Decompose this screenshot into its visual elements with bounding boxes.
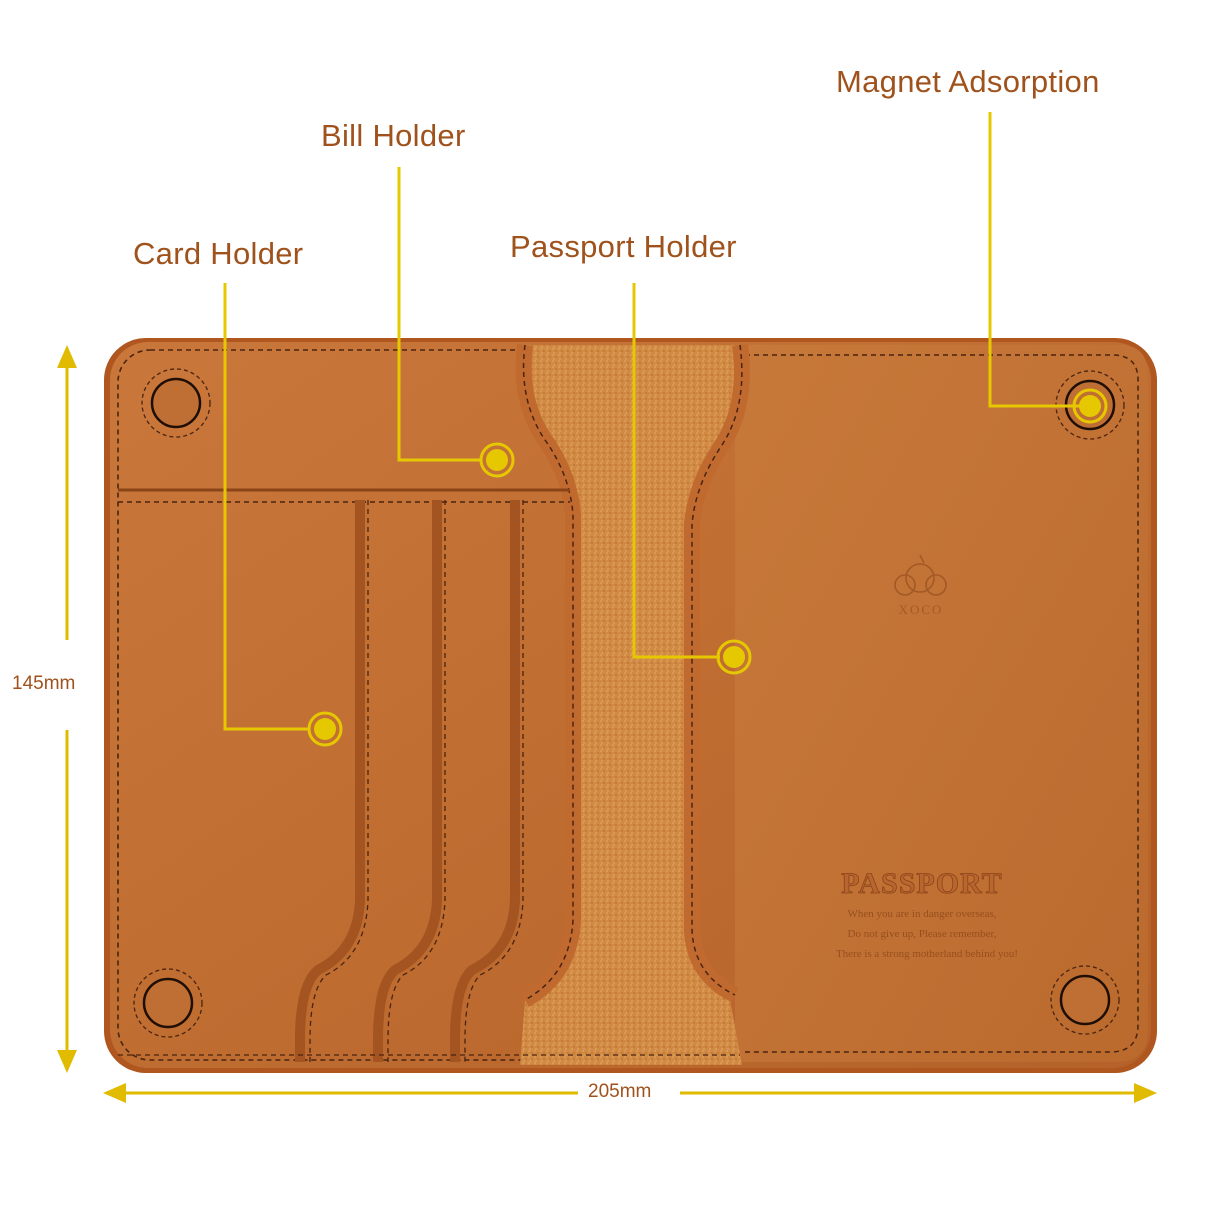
callout-label-card: Card Holder	[133, 236, 304, 271]
width-dimension-label: 205mm	[584, 1081, 656, 1103]
callout-line-bill	[397, 167, 482, 462]
brand-logo-emboss	[894, 554, 947, 596]
callout-dot-passport	[716, 639, 752, 675]
snap-bottom-right	[1050, 965, 1120, 1035]
card-slot-3	[450, 500, 524, 1062]
bill-pocket	[118, 488, 570, 503]
suede-spine	[515, 343, 750, 1065]
snap-top-left	[141, 368, 211, 438]
height-dimension-arrow	[57, 345, 77, 1073]
card-slot-1	[295, 500, 369, 1062]
passport-emboss-line-3: There is a strong motherland behind you!	[836, 948, 1018, 960]
height-dimension-label: 145mm	[12, 673, 76, 695]
snap-bottom-left	[133, 968, 203, 1038]
passport-panel	[735, 345, 1148, 1062]
callout-lines	[223, 112, 1080, 731]
callout-label-magnet: Magnet Adsorption	[836, 64, 1100, 99]
passport-emboss-line-2: Do not give up, Please remember,	[848, 928, 997, 940]
callout-line-passport	[632, 283, 720, 659]
passport-emboss-title: PASSPORT	[841, 867, 1002, 900]
width-dimension-arrow	[103, 1083, 1157, 1103]
card-slots	[118, 500, 740, 1062]
card-slot-2	[373, 500, 446, 1062]
callout-label-bill: Bill Holder	[321, 118, 466, 153]
passport-emboss-line-1: When you are in danger overseas,	[847, 908, 996, 920]
callout-label-passport: Passport Holder	[510, 229, 737, 264]
callout-line-magnet	[988, 112, 1080, 408]
callout-dot-bill	[479, 442, 515, 478]
callout-line-card	[223, 283, 310, 731]
callout-dot-card	[307, 711, 343, 747]
brand-logo-text: XOCO	[899, 602, 944, 617]
callout-dot-magnet	[1072, 388, 1108, 424]
